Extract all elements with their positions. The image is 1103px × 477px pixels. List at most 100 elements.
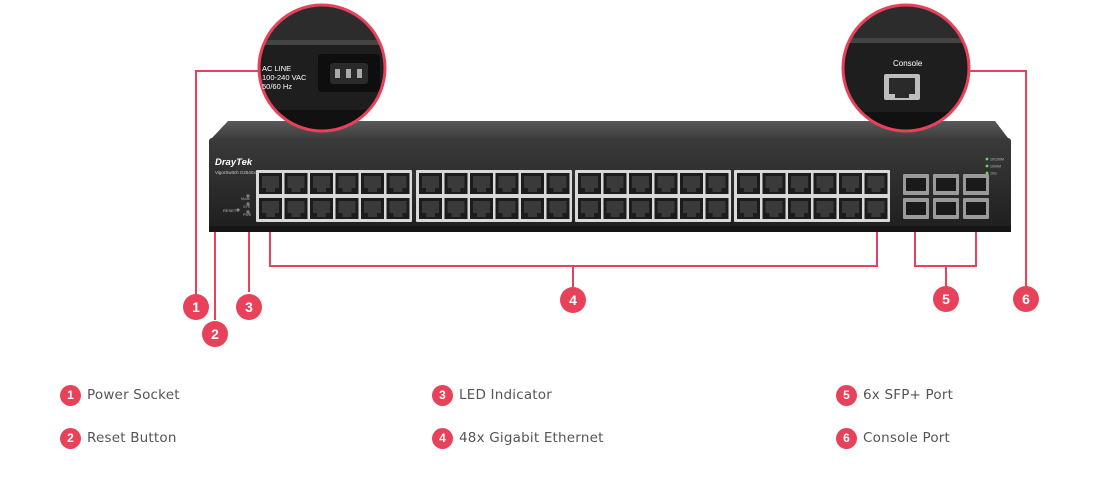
rj45-port xyxy=(546,198,570,219)
callout-badge-4: 4 xyxy=(560,287,586,313)
rj45-port xyxy=(310,198,333,219)
rj45-port xyxy=(361,198,384,219)
reset-label: RESET xyxy=(223,208,237,213)
rj45-port xyxy=(444,198,468,219)
rj45-port xyxy=(259,173,282,194)
rj45-port xyxy=(603,198,627,219)
sfp-port xyxy=(963,174,989,195)
switch-chassis: DrayTek VigorSwitch G2540x RESET Mode SY… xyxy=(209,121,1011,232)
rj45-port xyxy=(284,198,308,219)
legend-number: 4 xyxy=(432,427,453,449)
rj45-port xyxy=(419,198,442,219)
legend-item-2: 2 Reset Button xyxy=(60,427,177,449)
svg-text:10G: 10G xyxy=(990,172,997,176)
rj45-port xyxy=(284,173,308,194)
rj45-port xyxy=(361,173,384,194)
legend-label: 6x SFP+ Port xyxy=(863,387,954,403)
sfp-plus-ports xyxy=(903,174,989,219)
sfp-port xyxy=(963,198,989,219)
rj45-port xyxy=(470,173,493,194)
power-label-line2: 100-240 VAC xyxy=(262,73,307,82)
legend-number: 5 xyxy=(836,384,857,406)
rj45-port xyxy=(521,198,544,219)
rj45-port xyxy=(839,198,862,219)
rj45-port xyxy=(680,198,703,219)
callout-badge-5: 5 xyxy=(933,286,959,312)
callout-badge-3: 3 xyxy=(236,294,262,320)
brand-logo: DrayTek xyxy=(215,157,253,168)
rj45-port xyxy=(813,198,837,219)
rj45-port xyxy=(603,173,627,194)
svg-text:1000M: 1000M xyxy=(990,165,1001,169)
leader-line-1 xyxy=(195,70,262,296)
legend-label: Power Socket xyxy=(87,387,180,403)
rj45-port xyxy=(629,173,652,194)
led-indicator-group: Mode SYS PWR xyxy=(241,194,252,217)
legend-item-6: 6 Console Port xyxy=(836,427,950,449)
rj45-port xyxy=(495,198,519,219)
rj45-port xyxy=(419,173,442,194)
rj45-port xyxy=(680,173,703,194)
rj45-port xyxy=(864,173,888,194)
rj45-port xyxy=(705,198,729,219)
legend-number: 1 xyxy=(60,384,81,406)
rj45-port xyxy=(705,173,729,194)
rj45-port xyxy=(335,173,359,194)
rj45-port xyxy=(470,198,493,219)
rj45-port xyxy=(444,173,468,194)
legend-label: 48x Gigabit Ethernet xyxy=(459,430,604,446)
svg-text:4: 4 xyxy=(569,292,577,308)
rj45-port xyxy=(864,198,888,219)
led-mode xyxy=(246,194,250,198)
led-pwr xyxy=(246,210,250,214)
callout-badge-6: 6 xyxy=(1013,286,1039,312)
rj45-port xyxy=(737,173,760,194)
power-label-line1: AC LINE xyxy=(262,64,291,73)
rj45-port xyxy=(813,173,837,194)
rj45-port xyxy=(521,173,544,194)
rj45-port xyxy=(654,198,678,219)
rj45-port xyxy=(788,198,811,219)
rj45-port xyxy=(578,173,601,194)
rj45-port xyxy=(737,198,760,219)
svg-text:1: 1 xyxy=(192,299,200,315)
power-label-line3: 50/60 Hz xyxy=(262,82,292,91)
legend-item-4: 4 48x Gigabit Ethernet xyxy=(432,427,604,449)
rj45-port xyxy=(386,173,410,194)
reset-pinhole[interactable] xyxy=(236,208,240,212)
rj45-port xyxy=(654,173,678,194)
rj45-port xyxy=(259,198,282,219)
legend-item-1: 1 Power Socket xyxy=(60,384,180,406)
rj45-port xyxy=(629,198,652,219)
leader-line-6 xyxy=(969,70,1027,287)
led-label-mode: Mode xyxy=(241,197,250,201)
legend-number: 2 xyxy=(60,427,81,449)
svg-text:10/100M: 10/100M xyxy=(990,158,1004,162)
legend-number: 6 xyxy=(836,427,857,449)
rj45-port xyxy=(335,198,359,219)
zoom-console-port: Console xyxy=(841,3,971,133)
svg-text:6: 6 xyxy=(1022,291,1030,307)
sfp-port xyxy=(933,174,959,195)
rj45-port xyxy=(546,173,570,194)
led-label-pwr: PWR xyxy=(243,213,252,217)
gigabit-ethernet-ports xyxy=(256,170,890,222)
console-label: Console xyxy=(893,59,923,68)
model-label: VigorSwitch G2540x xyxy=(215,170,256,175)
sfp-port xyxy=(903,174,929,195)
legend-label: Console Port xyxy=(863,430,951,446)
led-label-sys: SYS xyxy=(243,205,251,209)
speed-legend: 10/100M 1000M 10G xyxy=(985,158,1004,176)
legend-label: Reset Button xyxy=(87,430,177,446)
callout-badge-2: 2 xyxy=(202,321,228,347)
callout-badges: 12 3 4 5 6 xyxy=(183,286,1039,347)
sfp-port xyxy=(903,198,929,219)
sfp-port xyxy=(933,198,959,219)
callout-badge-1: 1 xyxy=(183,294,209,320)
svg-text:2: 2 xyxy=(211,326,219,342)
rj45-port xyxy=(310,173,333,194)
rj45-port xyxy=(788,173,811,194)
legend-label: LED Indicator xyxy=(459,387,552,403)
